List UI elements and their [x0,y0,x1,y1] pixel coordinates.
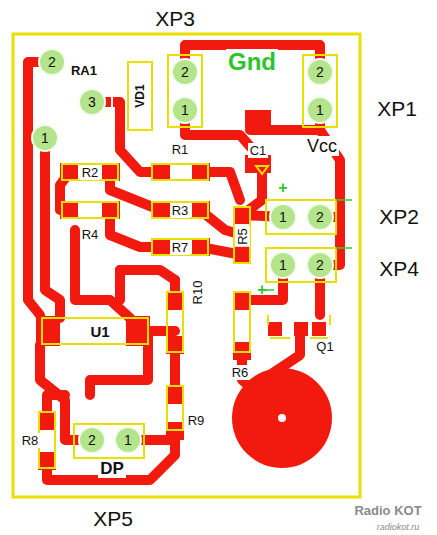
connector-name: XP4 [379,258,419,279]
pcb-pad: 1 [269,251,297,279]
watermark: Radio KOT [354,504,421,517]
pcb-pad: 2 [38,48,66,76]
part-name: R1 [170,142,191,157]
part-name: R5 [235,226,250,247]
part-name: R4 [80,227,101,242]
connector-name: XP3 [155,8,195,29]
part-name: R8 [20,433,41,448]
part-name: R10 [190,278,205,306]
polarity-mark: + [278,180,287,196]
part-name: U1 [88,323,111,340]
pin-number: 2 [316,258,324,272]
watermark: radiokot.ru [377,523,420,532]
pcb-pad: 2 [306,251,334,279]
pin-number: 1 [41,131,49,145]
polarity-mark: + [257,282,266,298]
pin-number: 3 [88,95,96,109]
part-name: R6 [230,365,251,380]
pin-number: 1 [279,258,287,272]
pcb-pad: 1 [171,96,199,124]
pcb-pad: 1 [306,96,334,124]
pcb-pad: 2 [78,426,106,454]
pin-number: 2 [48,55,56,69]
part-name: Q1 [314,339,335,354]
pcb-pad: 3 [78,88,106,116]
net-name: Vcc [305,136,339,156]
pin-number: 1 [124,433,132,447]
pin-number: 2 [181,65,189,79]
pcb-pad: 1 [269,203,297,231]
connector-name: XP5 [93,508,133,529]
part-name: RA1 [69,63,99,78]
pcb-pad: 1 [114,426,142,454]
pcb-pad: 1 [31,124,59,152]
part-name: DP [98,459,126,478]
pin-number: 1 [181,103,189,117]
pcb-pad: 2 [306,203,334,231]
connector-name: XP2 [379,206,419,227]
smd-pads [36,110,332,470]
pcb-pad: 2 [171,58,199,86]
part-name: C1 [248,143,269,158]
pcb-pad: 2 [306,58,334,86]
polarity-marks [264,200,352,290]
pin-number: 2 [316,210,324,224]
copper-traces [28,45,340,480]
part-name: R7 [170,240,191,255]
part-name: R9 [186,413,207,428]
connector-name: XP1 [377,98,417,119]
pin-number: 2 [88,433,96,447]
part-name: R3 [170,203,191,218]
silkscreen [13,34,360,497]
mount-hole [278,414,286,422]
pin-number: 1 [279,210,287,224]
net-name: Gnd [226,49,278,75]
part-name: VD1 [133,82,147,109]
part-name: R2 [80,165,101,180]
pin-number: 1 [316,103,324,117]
pin-number: 2 [316,65,324,79]
